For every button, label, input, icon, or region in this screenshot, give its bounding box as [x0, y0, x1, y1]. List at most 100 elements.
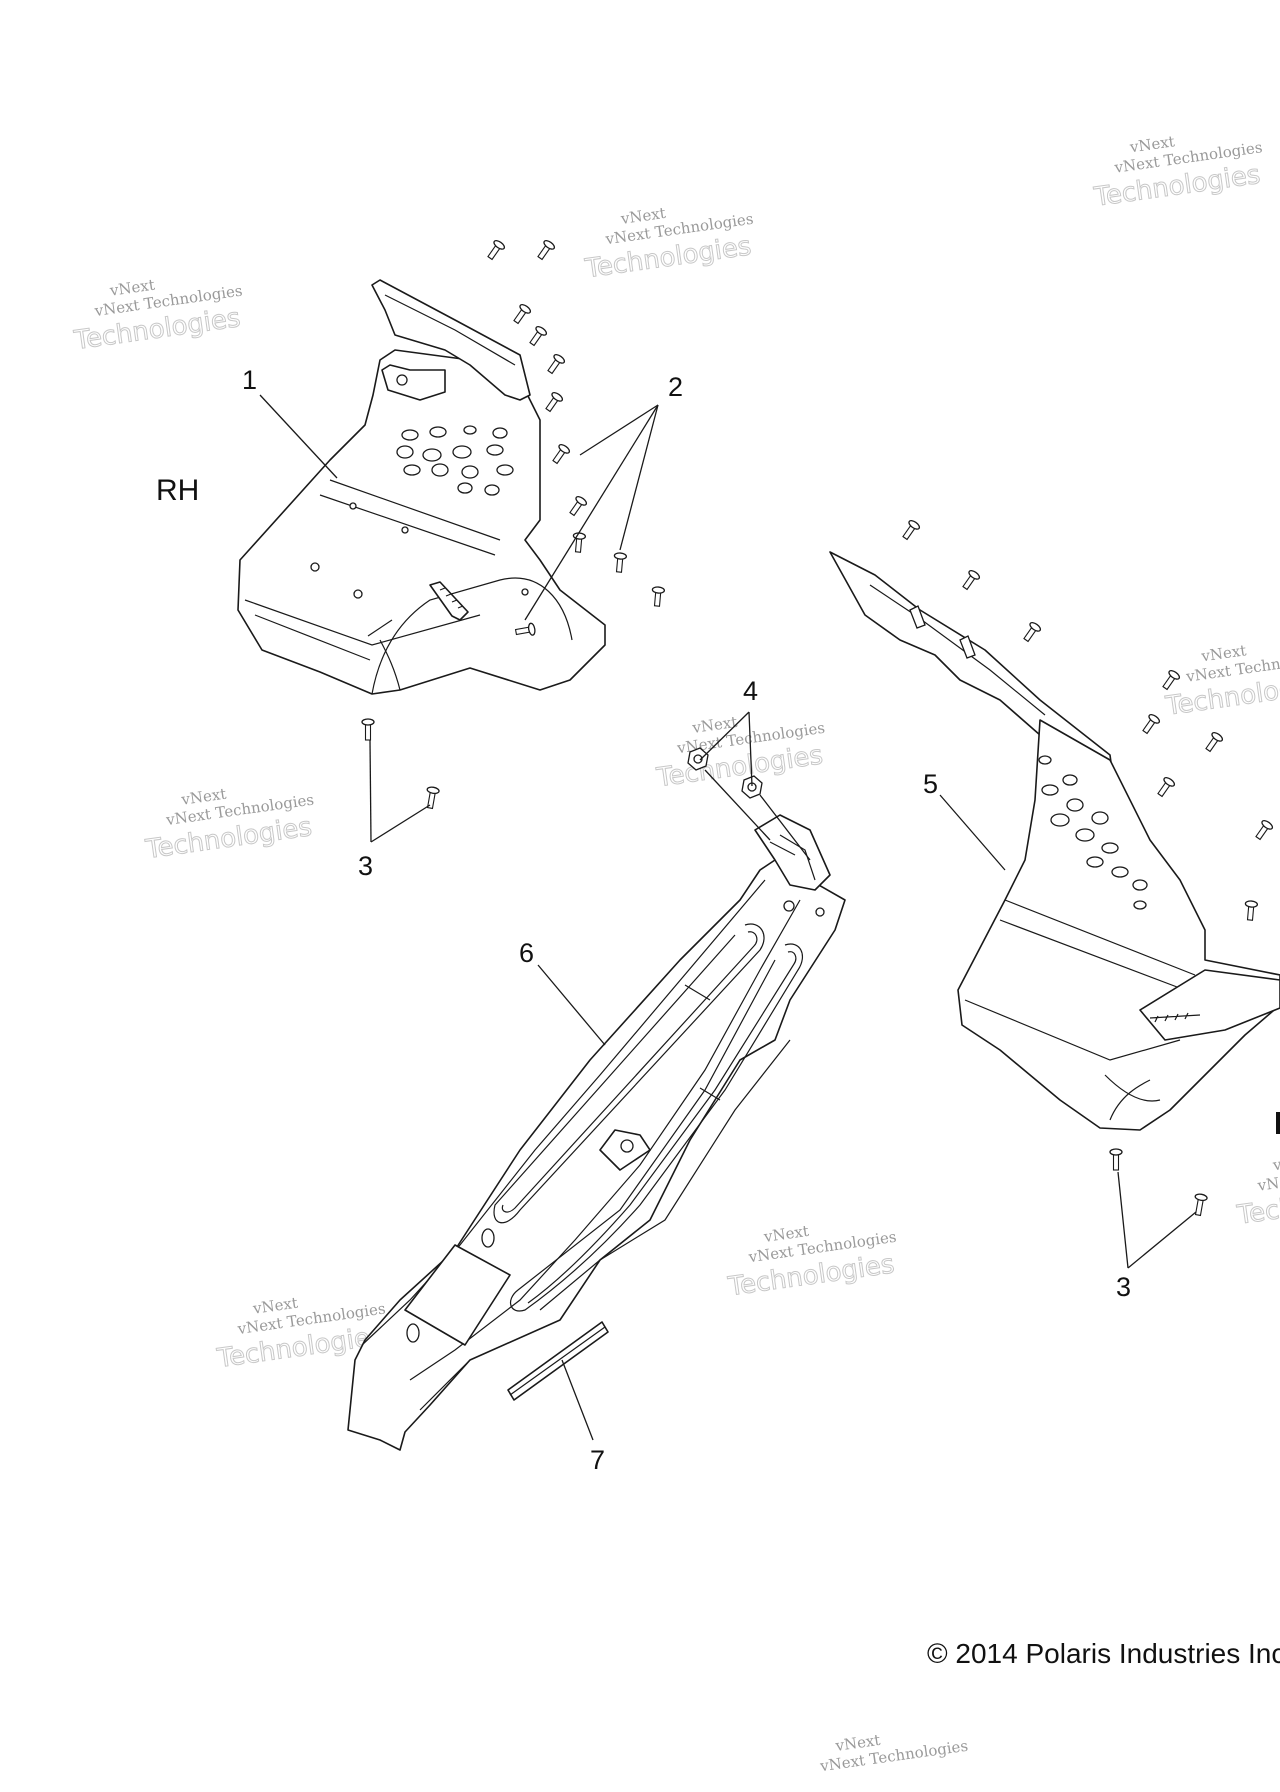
floorboard-pad: [404, 1244, 511, 1346]
leader-7: [561, 1359, 594, 1441]
leader-3a-1: [369, 739, 372, 843]
floorboard-groove-1-inner: [501, 931, 758, 1213]
bolt: [537, 240, 556, 261]
leader-4a: [699, 711, 750, 761]
pin: [361, 718, 375, 741]
bolt: [569, 496, 588, 517]
lh-body-crease: [964, 899, 1196, 1061]
rh-inner-pocket: [367, 619, 401, 691]
part-3-pins[interactable]: [361, 718, 1208, 1217]
floorboard-crossbar: [684, 984, 721, 1101]
bolt: [1244, 900, 1259, 921]
watermark-low-right: vNext vNext Technologies Technologies: [1234, 1150, 1280, 1231]
leader-4-extension: [704, 769, 771, 841]
watermark-low-center: vNext vNext Technologies Technologies: [725, 1222, 897, 1303]
leader-4b: [748, 711, 753, 787]
nut: [687, 747, 709, 771]
bolt: [552, 444, 571, 465]
rh-body-hole: [310, 562, 320, 572]
floorboard-pin: [406, 1323, 420, 1343]
leader-3a-2: [370, 804, 431, 843]
lh-perforations: [1038, 755, 1148, 910]
part-2-bolts[interactable]: [485, 239, 1274, 921]
lh-slot: [909, 605, 926, 629]
trim-strip-edge: [509, 1326, 606, 1396]
bolt: [1162, 670, 1181, 691]
callout-3: 3: [358, 851, 373, 881]
leader-4-extension: [759, 794, 811, 861]
bolt: [962, 570, 981, 591]
part-4-nuts[interactable]: [687, 747, 763, 799]
rh-body-crease: [244, 479, 501, 661]
lh-inner-pocket: [1104, 1074, 1161, 1121]
rh-panel-upper-flap: [371, 279, 531, 401]
leader-2c: [524, 404, 659, 621]
bolt: [547, 354, 566, 375]
rh-body-hole: [401, 526, 409, 534]
rh-slot-teeth: [439, 587, 464, 609]
callout-2: 2: [668, 372, 683, 402]
floorboard-underside: [419, 1039, 791, 1411]
bolt: [651, 586, 666, 607]
bolt: [1205, 732, 1224, 753]
callout-4: 4: [743, 676, 758, 706]
floorboard-groove-1: [493, 923, 765, 1224]
bolt: [1255, 820, 1274, 841]
bolt: [1023, 622, 1042, 643]
rh-panel-body: [237, 349, 606, 695]
floorboard-body: [347, 859, 846, 1451]
leader-3b-1: [1117, 1171, 1129, 1269]
rh-inner-curve: [371, 577, 573, 695]
watermark-mid-left: vNext vNext Technologies Technologies: [143, 785, 315, 866]
floorboard-boss-hole: [620, 1139, 634, 1153]
rh-body-hole: [521, 588, 529, 596]
watermark-bottom-center: vNext vNext Technologies: [818, 1731, 969, 1776]
floorboard-groove-2: [509, 943, 803, 1312]
lh-slot: [959, 635, 976, 659]
callout-3: 3: [1116, 1272, 1131, 1302]
floorboard-mount-detail: [769, 834, 816, 881]
rh-body-hole: [349, 502, 357, 510]
rh-mount-tab: [381, 364, 446, 401]
watermark-mid-center: vNext vNext Technologies Technologies: [654, 713, 826, 794]
part-7-trim-strip[interactable]: [507, 1321, 609, 1401]
callout-1: 1: [242, 365, 257, 395]
lh-slot-teeth: [1149, 1012, 1201, 1023]
part-1-rh-footwell-panel[interactable]: [237, 279, 606, 695]
leader-2a: [579, 404, 659, 456]
callout-5: 5: [923, 769, 938, 799]
bolt: [613, 552, 628, 573]
floorboard-pin: [481, 1228, 495, 1248]
floorboard-mount-bracket: [754, 814, 831, 891]
leader-2b: [619, 404, 659, 551]
bolt: [902, 520, 921, 541]
watermark-brand: vNext: [1271, 1150, 1280, 1174]
bolt: [1142, 714, 1161, 735]
floorboard-groove-2-inner: [527, 951, 797, 1304]
part-6-floorboard[interactable]: [347, 814, 846, 1451]
pin: [426, 786, 440, 810]
bolt: [513, 304, 532, 325]
callout-6: 6: [519, 938, 534, 968]
watermark-top-center: vNext vNext Technologies Technologies: [582, 204, 754, 285]
leader-lines: [259, 394, 1197, 1441]
bolt: [545, 392, 564, 413]
watermark-top-right: vNext vNext Technologies Technologies: [1091, 132, 1263, 213]
rh-tab-hole: [396, 374, 408, 386]
leader-1: [259, 394, 338, 479]
pin: [1194, 1193, 1208, 1217]
bolt: [572, 532, 587, 553]
leader-6: [537, 964, 606, 1046]
bolt: [529, 326, 548, 347]
copyright-notice: © 2014 Polaris Industries Inc.: [927, 1638, 1280, 1669]
watermark-top-left: vNext vNext Technologies Technologies: [71, 276, 243, 357]
leader-5: [939, 794, 1006, 871]
bolt: [1157, 777, 1176, 798]
nut: [741, 775, 763, 799]
rh-toothed-slot: [429, 581, 469, 621]
part-5-lh-footwell-panel[interactable]: [829, 551, 1280, 1131]
rh-flap-edge: [384, 294, 516, 366]
lh-lower-lip: [1139, 969, 1280, 1041]
rh-perforations: [396, 425, 514, 496]
